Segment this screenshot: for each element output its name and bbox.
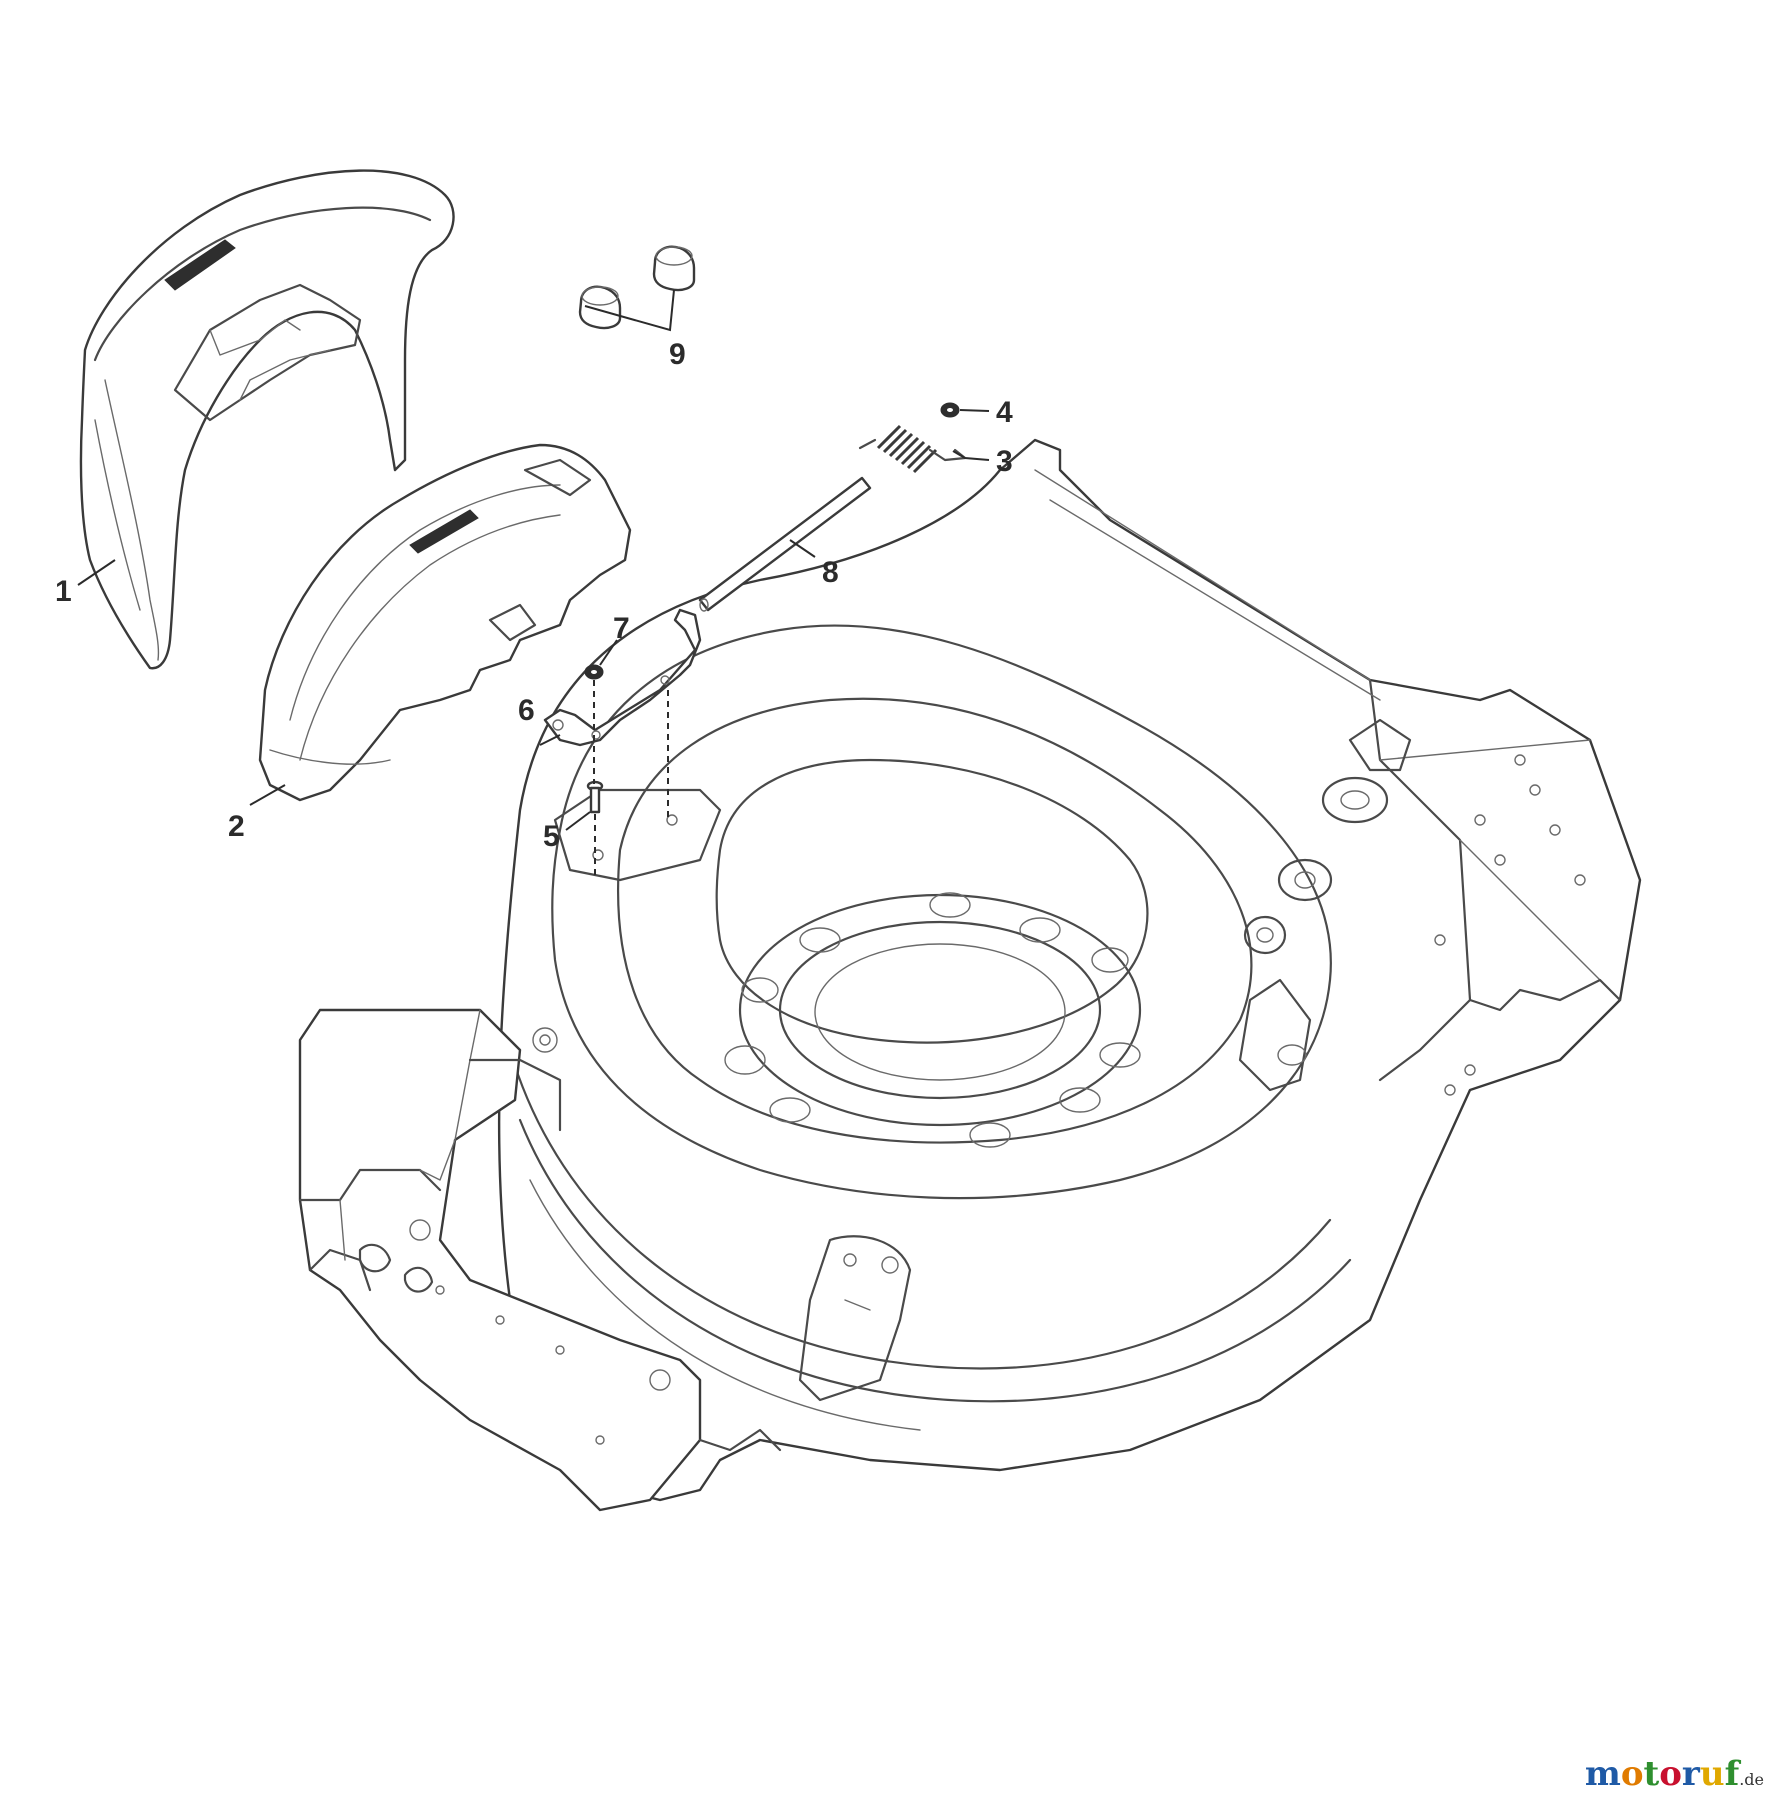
watermark-letter: t [1643,1754,1660,1794]
watermark-letter: o [1620,1754,1644,1794]
watermark: motoruf.de [1585,1754,1764,1794]
leader-lines [77,289,990,831]
part-4-nut [940,402,960,418]
watermark-letter: u [1699,1754,1725,1794]
watermark-letter: m [1584,1754,1621,1794]
callout-1: 1 [55,575,72,608]
mower-deck [497,438,1642,1502]
callout-4: 4 [996,396,1013,429]
callout-3: 3 [996,445,1013,478]
callout-7: 7 [613,612,630,645]
part-9-caps [578,245,696,330]
watermark-letter: o [1659,1754,1682,1794]
watermark-brand: motoruf [1585,1754,1739,1794]
callout-5: 5 [543,820,560,853]
callout-8: 8 [822,556,839,589]
part-7-nut [584,664,604,680]
part-2-rear-flap [258,443,632,802]
callout-9: 9 [669,338,686,371]
callouts: 1 2 3 4 5 6 7 8 9 [55,338,1013,853]
assembly-lines [593,680,669,880]
watermark-tld: .de [1739,1770,1764,1789]
part-5-screw [586,780,604,814]
part-1-rear-flap-cover [79,169,455,670]
watermark-letter: r [1681,1754,1700,1794]
part-3-spring [858,424,967,474]
callout-2: 2 [228,810,245,843]
callout-6: 6 [518,694,535,727]
front-chassis-frame [298,1008,912,1512]
part-8-rod [698,476,872,612]
watermark-letter: f [1724,1754,1740,1794]
